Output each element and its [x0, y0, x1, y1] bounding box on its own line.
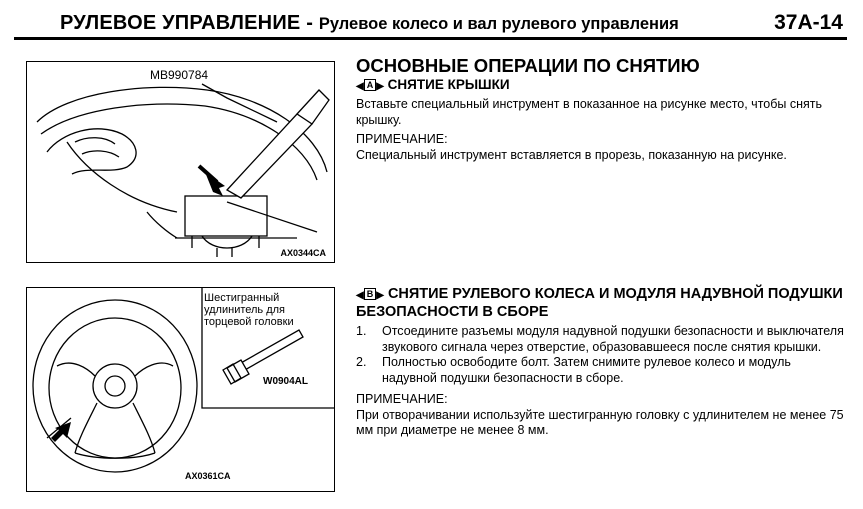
left-marker: ◀: [356, 290, 364, 301]
header-separator: -: [300, 12, 319, 34]
list-item: 2. Полностью освободите болт. Затем сними…: [356, 355, 846, 386]
section-b-note-text: При отворачивании используйте шестигранн…: [356, 407, 844, 438]
step-text: Полностью освободите болт. Затем снимите…: [382, 355, 791, 385]
section-b-title: СНЯТИЕ РУЛЕВОГО КОЛЕСА И МОДУЛЯ НАДУВНОЙ…: [356, 286, 843, 320]
section-main: ОСНОВНЫЕ ОПЕРАЦИИ ПО СНЯТИЮ ◀A▶ СНЯТИЕ К…: [356, 56, 846, 163]
step-text: Отсоедините разъемы модуля надувной поду…: [382, 324, 844, 354]
section-b-note-label: ПРИМЕЧАНИЕ:: [356, 392, 448, 406]
step-number: 1.: [356, 324, 367, 338]
section-b-letter: B: [363, 288, 377, 300]
right-marker: ▶: [376, 290, 384, 301]
figure-2-tool-code: W0904AL: [263, 376, 309, 387]
figure-wheel-removal: Шестигранный удлинитель для торцевой гол…: [26, 287, 335, 492]
left-marker: ◀: [356, 81, 364, 92]
steering-wheel-drawing: [32, 288, 334, 473]
figure-1-tool-label: MB990784: [150, 68, 209, 82]
page-header: РУЛЕВОЕ УПРАВЛЕНИЕ - Рулевое колесо и ва…: [14, 8, 847, 40]
header-title-line: РУЛЕВОЕ УПРАВЛЕНИЕ - Рулевое колесо и ва…: [60, 12, 679, 35]
section-b-heading: ◀B▶ СНЯТИЕ РУЛЕВОГО КОЛЕСА И МОДУЛЯ НАДУ…: [356, 286, 846, 321]
section-a-body: Вставьте специальный инструмент в показа…: [356, 97, 823, 127]
section-a-note-text: Специальный инструмент вставляется в про…: [356, 147, 787, 162]
section-a-title: СНЯТИЕ КРЫШКИ: [387, 77, 510, 92]
step-number: 2.: [356, 355, 367, 369]
figure-2-tool-caption: Шестигранный удлинитель для торцевой гол…: [204, 292, 294, 328]
figure-2-code: AX0361CA: [185, 471, 231, 481]
header-subtitle: Рулевое колесо и вал рулевого управления: [318, 15, 679, 33]
section-a-letter: A: [363, 79, 377, 91]
section-a-heading: ◀A▶ СНЯТИЕ КРЫШКИ: [356, 77, 846, 95]
section-a-note-label: ПРИМЕЧАНИЕ:: [356, 132, 448, 146]
section-b-steps: 1. Отсоедините разъемы модуля надувной по…: [356, 324, 846, 386]
header-rule: [14, 37, 847, 40]
figure-cover-removal: MB990784 AX0344CA: [26, 61, 335, 263]
figure-1-code: AX0344CA: [280, 248, 326, 258]
header-main-title: РУЛЕВОЕ УПРАВЛЕНИЕ: [60, 12, 301, 34]
page-number: 37А-14: [774, 11, 843, 34]
section-main-title: ОСНОВНЫЕ ОПЕРАЦИИ ПО СНЯТИЮ: [356, 55, 700, 76]
right-marker: ▶: [376, 81, 384, 92]
steering-wheel-cover-drawing: [36, 83, 330, 257]
section-b: ◀B▶ СНЯТИЕ РУЛЕВОГО КОЛЕСА И МОДУЛЯ НАДУ…: [356, 286, 846, 439]
list-item: 1. Отсоедините разъемы модуля надувной по…: [356, 324, 846, 355]
